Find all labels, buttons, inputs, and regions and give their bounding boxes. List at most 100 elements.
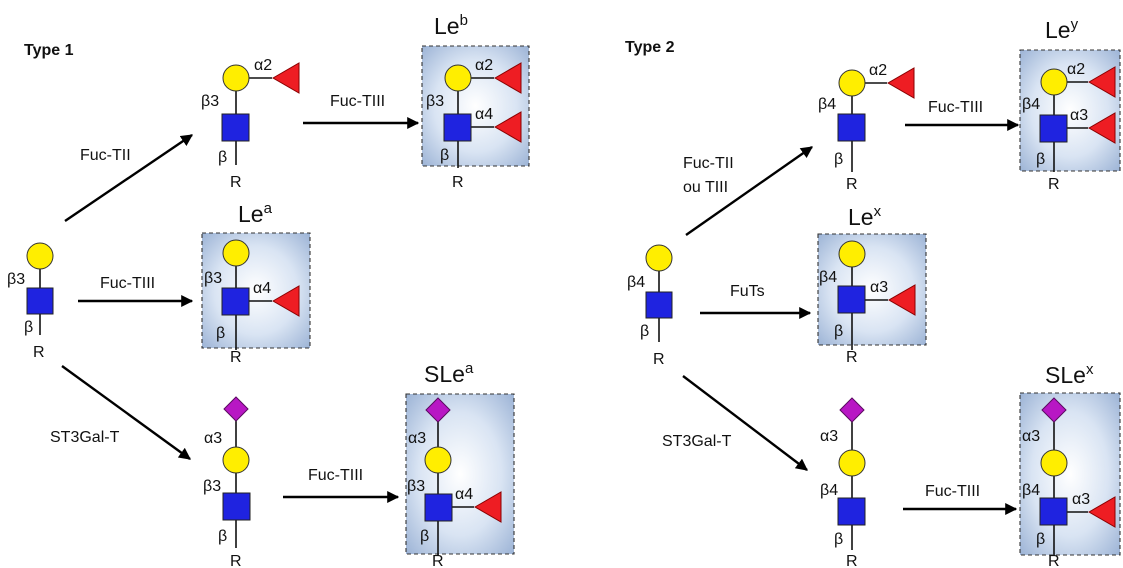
fucose-triangle bbox=[473, 491, 502, 523]
fucose-triangle bbox=[887, 284, 916, 316]
enzyme-label: ST3Gal-T bbox=[662, 433, 732, 450]
glcnac-square bbox=[424, 493, 453, 522]
enzyme-label: Fuc-TIII bbox=[308, 467, 363, 484]
arrow-st3gal bbox=[61, 365, 191, 460]
glcnac-square bbox=[26, 287, 54, 315]
fucose-triangle bbox=[493, 111, 522, 143]
r-label: R bbox=[230, 174, 242, 191]
glcnac-square bbox=[1039, 497, 1068, 526]
galactose-circle bbox=[222, 446, 250, 474]
linkage-label: β3 bbox=[7, 271, 25, 288]
fucose-triangle bbox=[271, 62, 300, 94]
glcnac-square bbox=[222, 492, 251, 521]
fucose-triangle bbox=[271, 285, 300, 317]
type2-h-antigen: α2 β4 β R bbox=[818, 62, 915, 193]
enzyme-label: Fuc-TII bbox=[683, 155, 734, 172]
linkage-label: β bbox=[218, 149, 227, 166]
linkage-label: α3 bbox=[820, 428, 838, 445]
fucose-triangle bbox=[1087, 496, 1116, 528]
sialic-acid-diamond bbox=[839, 397, 865, 423]
linkage-label: β bbox=[640, 323, 649, 340]
fucose-triangle bbox=[886, 67, 915, 99]
linkage-label: β4 bbox=[1022, 482, 1040, 499]
galactose-circle bbox=[1040, 449, 1068, 477]
r-label: R bbox=[432, 553, 444, 568]
enzyme-label: Fuc-TII bbox=[80, 147, 131, 164]
enzyme-label: Fuc-TIII bbox=[100, 275, 155, 292]
slex-box: α3 α3 β4 β R bbox=[1019, 392, 1121, 568]
product-title-lea: Lea bbox=[238, 200, 273, 227]
linkage-label: α3 bbox=[204, 430, 222, 447]
sialic-acid-diamond bbox=[1041, 397, 1067, 423]
linkage-label: β3 bbox=[204, 270, 222, 287]
linkage-label: α2 bbox=[869, 62, 887, 79]
type1-precursor: β3 β R bbox=[7, 242, 54, 361]
r-label: R bbox=[230, 349, 242, 366]
linkage-label: β bbox=[420, 528, 429, 545]
linkage-label: β4 bbox=[820, 482, 838, 499]
galactose-circle bbox=[645, 244, 673, 272]
r-label: R bbox=[1048, 553, 1060, 568]
sialic-acid-diamond bbox=[223, 396, 249, 422]
r-label: R bbox=[846, 176, 858, 193]
linkage-label: β bbox=[216, 325, 225, 342]
fucose-triangle bbox=[1087, 66, 1116, 98]
slea-box: α3 α4 β3 β R bbox=[405, 393, 515, 568]
r-label: R bbox=[1048, 176, 1060, 193]
r-label: R bbox=[230, 553, 242, 568]
glcnac-square bbox=[443, 113, 472, 142]
galactose-circle bbox=[444, 64, 472, 92]
linkage-label: β bbox=[834, 151, 843, 168]
linkage-label: β4 bbox=[818, 96, 836, 113]
glcnac-square bbox=[1039, 114, 1068, 143]
type2-sialyl-intermediate: α3 β4 β R bbox=[820, 397, 866, 568]
linkage-label: α3 bbox=[408, 430, 426, 447]
type1-title: Type 1 bbox=[24, 42, 74, 59]
linkage-label: β4 bbox=[1022, 96, 1040, 113]
enzyme-label: ou TIII bbox=[683, 179, 728, 196]
glcnac-square bbox=[837, 285, 866, 314]
linkage-label: β3 bbox=[407, 478, 425, 495]
galactose-circle bbox=[838, 449, 866, 477]
fucose-triangle bbox=[493, 62, 522, 94]
type2-precursor: β4 β R bbox=[627, 244, 673, 368]
galactose-circle bbox=[26, 242, 54, 270]
glcnac-square bbox=[221, 287, 250, 316]
glcnac-square bbox=[221, 113, 250, 142]
linkage-label: β4 bbox=[819, 269, 837, 286]
linkage-label: β bbox=[1036, 151, 1045, 168]
enzyme-label: Fuc-TIII bbox=[928, 99, 983, 116]
galactose-circle bbox=[424, 446, 452, 474]
linkage-label: α4 bbox=[253, 280, 271, 297]
linkage-label: β bbox=[834, 531, 843, 548]
enzyme-label: Fuc-TIII bbox=[330, 93, 385, 110]
linkage-label: α3 bbox=[1070, 107, 1088, 124]
linkage-label: β4 bbox=[627, 274, 645, 291]
r-label: R bbox=[846, 553, 858, 568]
linkage-label: β bbox=[1036, 531, 1045, 548]
sialic-acid-diamond bbox=[425, 397, 451, 423]
product-title-lex: Lex bbox=[848, 203, 882, 230]
lex-box: α3 β4 β R bbox=[817, 233, 927, 366]
linkage-label: α3 bbox=[870, 279, 888, 296]
product-title-ley: Ley bbox=[1045, 16, 1079, 43]
galactose-circle bbox=[222, 239, 250, 267]
glcnac-square bbox=[645, 291, 673, 319]
product-title-leb: Leb bbox=[434, 12, 468, 39]
r-label: R bbox=[653, 351, 665, 368]
lea-box: α4 β3 β R bbox=[201, 232, 311, 366]
arrow-st3gal bbox=[682, 375, 808, 471]
arrow-fuc-tii bbox=[64, 134, 193, 222]
product-title-slex: SLex bbox=[1045, 361, 1094, 388]
linkage-label: α2 bbox=[254, 57, 272, 74]
linkage-label: β3 bbox=[201, 93, 219, 110]
linkage-label: α3 bbox=[1022, 428, 1040, 445]
enzyme-label: Fuc-TIII bbox=[925, 483, 980, 500]
type2-title: Type 2 bbox=[625, 39, 675, 56]
linkage-label: α2 bbox=[475, 57, 493, 74]
glcnac-square bbox=[837, 113, 866, 142]
arrow-fuc-tii-or-tiii bbox=[685, 146, 813, 236]
glcnac-square bbox=[837, 497, 866, 526]
product-title-slea: SLea bbox=[424, 360, 474, 387]
linkage-label: β bbox=[440, 147, 449, 164]
